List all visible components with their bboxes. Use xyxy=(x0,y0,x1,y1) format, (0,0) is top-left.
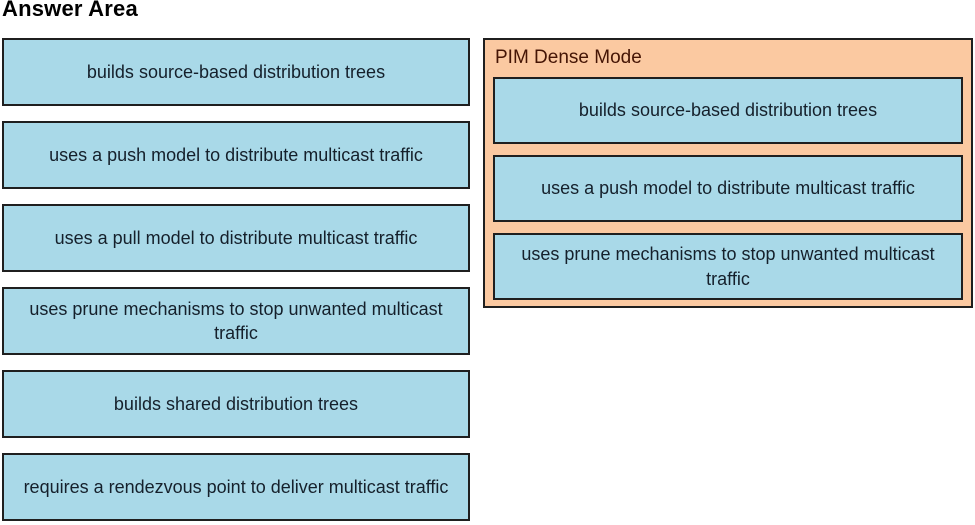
drag-option-source-based-trees[interactable]: builds source-based distribution trees xyxy=(2,38,470,106)
dropzone-title: PIM Dense Mode xyxy=(495,47,642,68)
placed-option-source-based-trees[interactable]: builds source-based distribution trees xyxy=(493,77,963,144)
drag-option-prune-mechanisms[interactable]: uses prune mechanisms to stop unwanted m… xyxy=(2,287,470,355)
drag-option-shared-trees[interactable]: builds shared distribution trees xyxy=(2,370,470,438)
pim-dense-mode-dropzone[interactable]: PIM Dense Mode builds source-based distr… xyxy=(483,38,973,308)
drag-option-rendezvous-point[interactable]: requires a rendezvous point to deliver m… xyxy=(2,453,470,521)
placed-option-push-model[interactable]: uses a push model to distribute multicas… xyxy=(493,155,963,222)
drag-option-push-model[interactable]: uses a push model to distribute multicas… xyxy=(2,121,470,189)
page-title: Answer Area xyxy=(2,0,138,21)
placed-option-prune-mechanisms[interactable]: uses prune mechanisms to stop unwanted m… xyxy=(493,233,963,300)
options-column: builds source-based distribution trees u… xyxy=(2,38,470,521)
drag-option-pull-model[interactable]: uses a pull model to distribute multicas… xyxy=(2,204,470,272)
